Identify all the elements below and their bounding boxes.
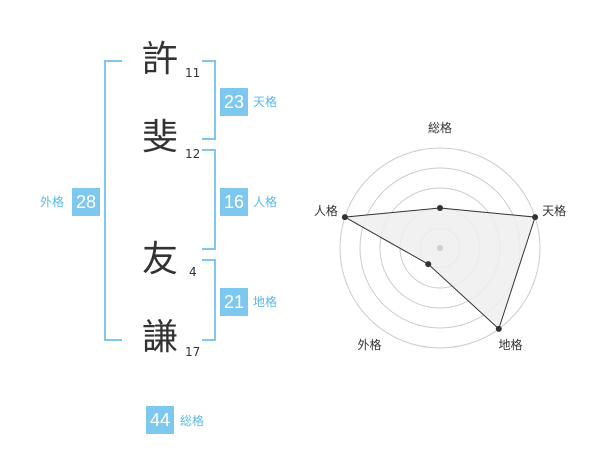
tenkaku-bracket bbox=[202, 60, 216, 140]
gaikaku-label: 外格 bbox=[40, 195, 65, 209]
chikaku-label: 地格 bbox=[253, 295, 278, 309]
radar-point-3 bbox=[495, 325, 502, 332]
char-4: 謙 bbox=[142, 317, 179, 358]
chikaku-badge: 21 bbox=[220, 288, 248, 316]
radar-value-polygon bbox=[343, 207, 536, 330]
jinkaku-label: 人格 bbox=[253, 195, 278, 209]
radar-grid-ring bbox=[339, 147, 541, 349]
radar-point-5 bbox=[341, 214, 348, 221]
gaikaku-bracket bbox=[104, 60, 122, 341]
jinkaku-badge: 16 bbox=[220, 188, 248, 216]
radar-axis-label-1: 総格 bbox=[428, 120, 452, 135]
char-3-strokes: 4 bbox=[189, 265, 197, 279]
radar-point-4 bbox=[425, 261, 432, 268]
soukaku-label: 総格 bbox=[180, 414, 205, 428]
char-4-strokes: 17 bbox=[185, 345, 201, 359]
radar-point-1 bbox=[437, 205, 443, 211]
radar-point-2 bbox=[532, 214, 539, 221]
jinkaku-bracket bbox=[202, 149, 216, 250]
char-2-strokes: 12 bbox=[185, 147, 201, 161]
radar-axis-label-2: 天格 bbox=[542, 203, 566, 218]
radar-axis-label-4: 外格 bbox=[357, 337, 381, 352]
char-1-strokes: 11 bbox=[185, 66, 201, 80]
radar-center-dot bbox=[437, 245, 443, 251]
char-1: 許 bbox=[142, 39, 179, 80]
char-3: 友 bbox=[142, 239, 179, 280]
chikaku-bracket bbox=[202, 259, 216, 341]
gaikaku-badge: 28 bbox=[72, 188, 100, 216]
radar-axis-label-5: 人格 bbox=[314, 203, 338, 218]
tenkaku-badge: 23 bbox=[220, 88, 248, 116]
soukaku-badge: 44 bbox=[146, 406, 174, 434]
radar-axis-label-3: 地格 bbox=[499, 337, 523, 352]
tenkaku-label: 天格 bbox=[253, 95, 278, 109]
char-2: 斐 bbox=[142, 117, 179, 158]
